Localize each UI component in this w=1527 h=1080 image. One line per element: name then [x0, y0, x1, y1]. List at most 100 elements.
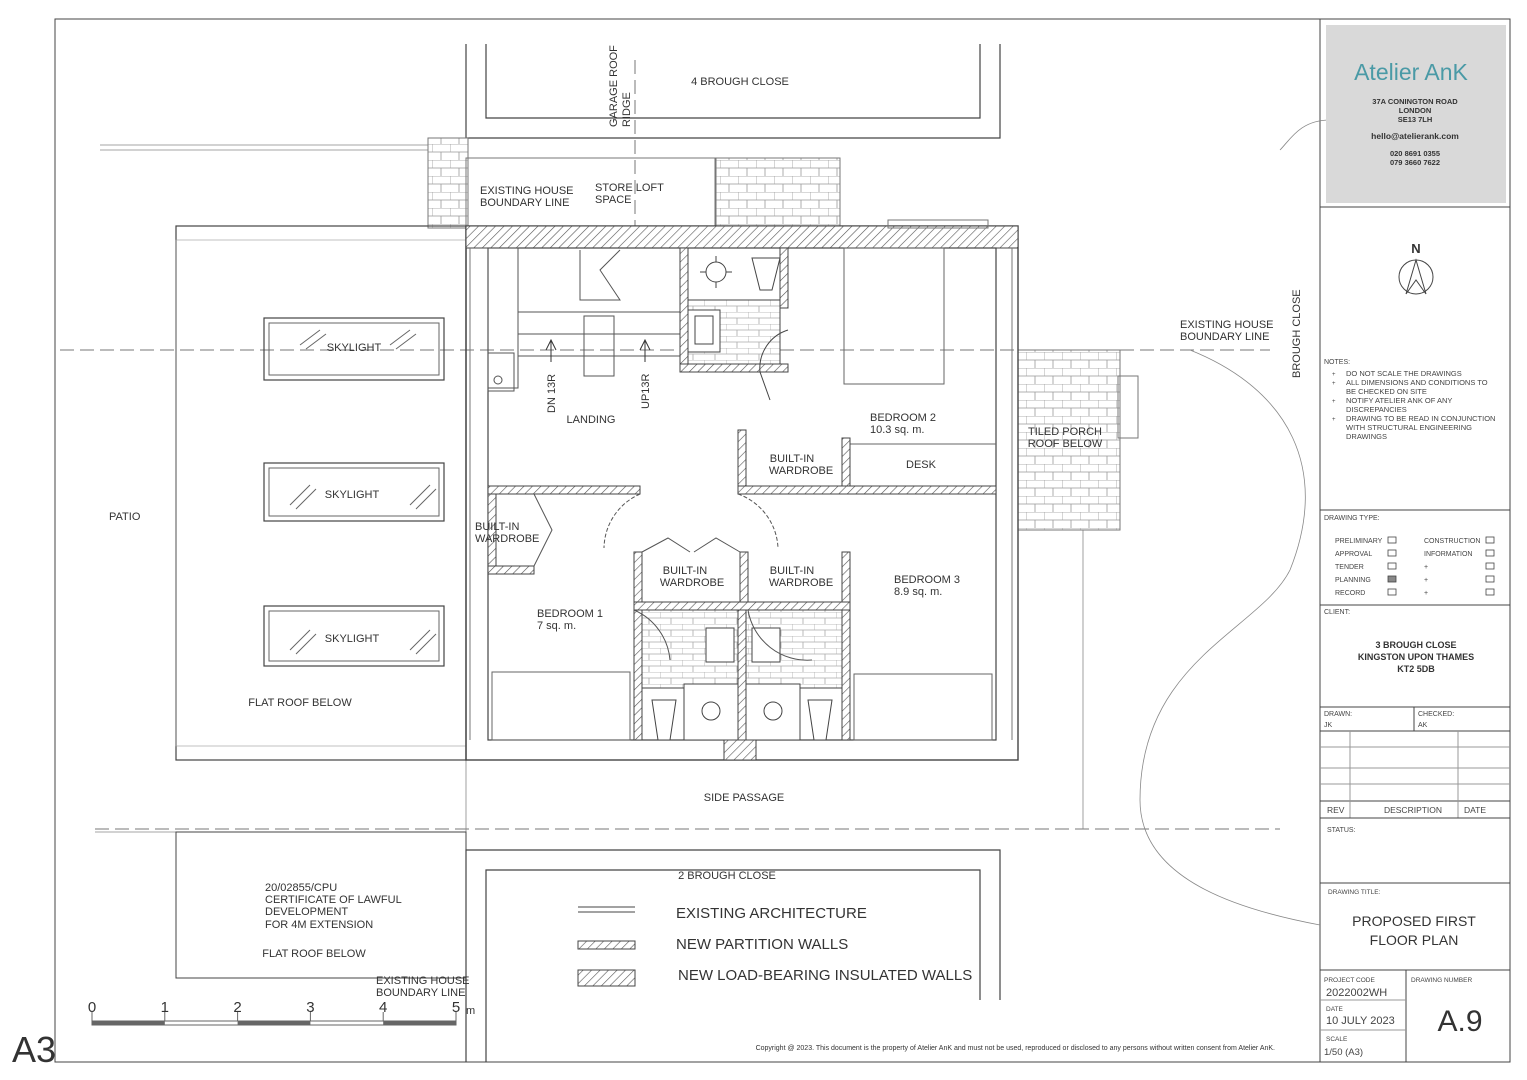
- drawing-type-label: PRELIMINARY: [1335, 538, 1383, 545]
- label-existing-boundary-porch-2: BOUNDARY LINE: [1180, 331, 1269, 343]
- drawing-type-checkbox[interactable]: [1485, 536, 1495, 544]
- drawing-type-label: PLANNING: [1335, 577, 1371, 584]
- label-builtin-b1-1: BUILT-IN: [475, 521, 519, 533]
- drawing-title-label: DRAWING TITLE:: [1328, 889, 1381, 896]
- extension-flat-roof: [175, 831, 467, 979]
- scale-tick-label: 1: [161, 999, 169, 1016]
- label-builtin-b2-2: WARDROBE: [769, 465, 833, 477]
- label-existing-boundary-bottom-1: EXISTING HOUSE: [376, 975, 470, 987]
- label-builtin-c2-2: WARDROBE: [769, 577, 833, 589]
- scale-tick-label: 3: [306, 999, 314, 1016]
- ensuites-bottom: [633, 609, 851, 761]
- neighbour-4-outline: [465, 44, 1001, 139]
- drawn-value: JK: [1324, 722, 1333, 729]
- drawing-type-label: +: [1424, 590, 1428, 597]
- rev-header: REV: [1327, 805, 1345, 815]
- notes-list: +DO NOT SCALE THE DRAWINGS+ALL DIMENSION…: [1332, 369, 1495, 441]
- label-tiled-porch-1: TILED PORCH: [1028, 426, 1102, 438]
- label-desk: DESK: [906, 459, 937, 471]
- tiled-porch: [1017, 349, 1121, 531]
- scale-segment: [237, 1021, 311, 1025]
- note-text: WITH STRUCTURAL ENGINEERING: [1346, 423, 1472, 432]
- bedroom2-wardrobe-walls: [737, 429, 997, 495]
- contact-email: hello@atelierank.com: [1371, 131, 1459, 141]
- drawing-type-checkbox[interactable]: [1387, 536, 1397, 544]
- label-bedroom-3: BEDROOM 3: [894, 574, 960, 586]
- note-bullet: +: [1332, 399, 1336, 405]
- scale-segment: [383, 1021, 456, 1025]
- date-header: DATE: [1464, 805, 1486, 815]
- label-side-passage: SIDE PASSAGE: [704, 792, 785, 804]
- drawing-type-checkbox[interactable]: [1485, 562, 1495, 570]
- client-line-3: KT2 5DB: [1397, 664, 1435, 674]
- label-brough-2: 2 BROUGH CLOSE: [678, 870, 776, 882]
- label-cert-4: FOR 4M EXTENSION: [265, 919, 373, 931]
- drawing-type-title: DRAWING TYPE:: [1324, 515, 1380, 522]
- drawing-title-line-2: FLOOR PLAN: [1370, 932, 1459, 948]
- drawing-type-checkbox[interactable]: [1387, 575, 1397, 583]
- drawing-type-checkbox[interactable]: [1387, 549, 1397, 557]
- sheet-size-label: A3: [12, 1029, 56, 1070]
- scale-unit: m: [466, 1005, 475, 1017]
- drawing-type-checkbox[interactable]: [1485, 549, 1495, 557]
- project-code-title: PROJECT CODE: [1324, 977, 1375, 984]
- north-arrow-icon: [1398, 258, 1434, 295]
- scale-title: SCALE: [1326, 1036, 1348, 1043]
- scale-segment: [92, 1021, 165, 1025]
- bathroom-top: [679, 247, 789, 401]
- staircase: [487, 247, 683, 392]
- drawing-type-checkbox[interactable]: [1387, 562, 1397, 570]
- drawing-type-checkbox[interactable]: [1485, 575, 1495, 583]
- label-store-loft-1: STORE LOFT: [595, 182, 664, 194]
- date-title: DATE: [1326, 1006, 1344, 1013]
- skylight-3: [263, 605, 445, 667]
- label-garage-ridge-1: GARAGE ROOF: [608, 45, 620, 127]
- note-bullet: +: [1332, 381, 1336, 387]
- label-brough-close-road: BROUGH CLOSE: [1291, 289, 1303, 378]
- contact-phone-2: 079 3660 7622: [1390, 158, 1440, 167]
- label-bedroom-2: BEDROOM 2: [870, 412, 936, 424]
- legend: EXISTING ARCHITECTURE NEW PARTITION WALL…: [577, 905, 972, 987]
- legend-loadbearing: NEW LOAD-BEARING INSULATED WALLS: [678, 967, 972, 984]
- tile-area-right: [714, 157, 841, 229]
- north-label: N: [1411, 241, 1420, 256]
- notes-title: NOTES:: [1324, 359, 1350, 366]
- logo-text: Atelier AnK: [1354, 59, 1468, 85]
- legend-existing: EXISTING ARCHITECTURE: [676, 905, 867, 922]
- label-bedroom-2-area: 10.3 sq. m.: [870, 424, 924, 436]
- drawn-title: DRAWN:: [1324, 711, 1352, 718]
- client-line-2: KINGSTON UPON THAMES: [1358, 652, 1474, 662]
- label-bedroom-3-area: 8.9 sq. m.: [894, 586, 942, 598]
- drawing-type-checkbox[interactable]: [1485, 588, 1495, 596]
- copyright-text: Copyright @ 2023. This document is the p…: [756, 1045, 1275, 1052]
- label-existing-boundary-porch-1: EXISTING HOUSE: [1180, 319, 1274, 331]
- description-header: DESCRIPTION: [1384, 805, 1442, 815]
- logo-panel: [1326, 25, 1506, 203]
- label-tiled-porch-2: ROOF BELOW: [1028, 438, 1103, 450]
- address-line-1: 37A CONINGTON ROAD: [1372, 97, 1458, 106]
- scale-value: 1/50 (A3): [1324, 1047, 1363, 1058]
- bed-bedroom-2: [843, 247, 945, 385]
- drawing-title-line-1: PROPOSED FIRST: [1352, 913, 1476, 929]
- drawing-type-label: INFORMATION: [1424, 551, 1472, 558]
- label-cert-3: DEVELOPMENT: [265, 906, 348, 918]
- label-flat-roof: FLAT ROOF BELOW: [248, 697, 352, 709]
- label-builtin-c1-1: BUILT-IN: [663, 565, 707, 577]
- note-text: ALL DIMENSIONS AND CONDITIONS TO: [1346, 378, 1488, 387]
- scale-tick-label: 5: [452, 999, 460, 1016]
- label-builtin-b2-1: BUILT-IN: [770, 453, 814, 465]
- drawing-type-label: APPROVAL: [1335, 551, 1372, 558]
- drawing-type-checkbox[interactable]: [1387, 588, 1397, 596]
- note-text: BE CHECKED ON SITE: [1346, 387, 1427, 396]
- scale-tick-label: 2: [233, 999, 241, 1016]
- client-title: CLIENT:: [1324, 609, 1350, 616]
- note-bullet: +: [1332, 417, 1336, 423]
- sheet-border: [54, 18, 1511, 1063]
- bedroom1-walls: [487, 485, 641, 575]
- note-bullet: +: [1332, 372, 1336, 378]
- drawing-type-label: +: [1424, 577, 1428, 584]
- label-existing-boundary-bottom-2: BOUNDARY LINE: [376, 987, 465, 999]
- drawing-number-value: A.9: [1437, 1005, 1482, 1038]
